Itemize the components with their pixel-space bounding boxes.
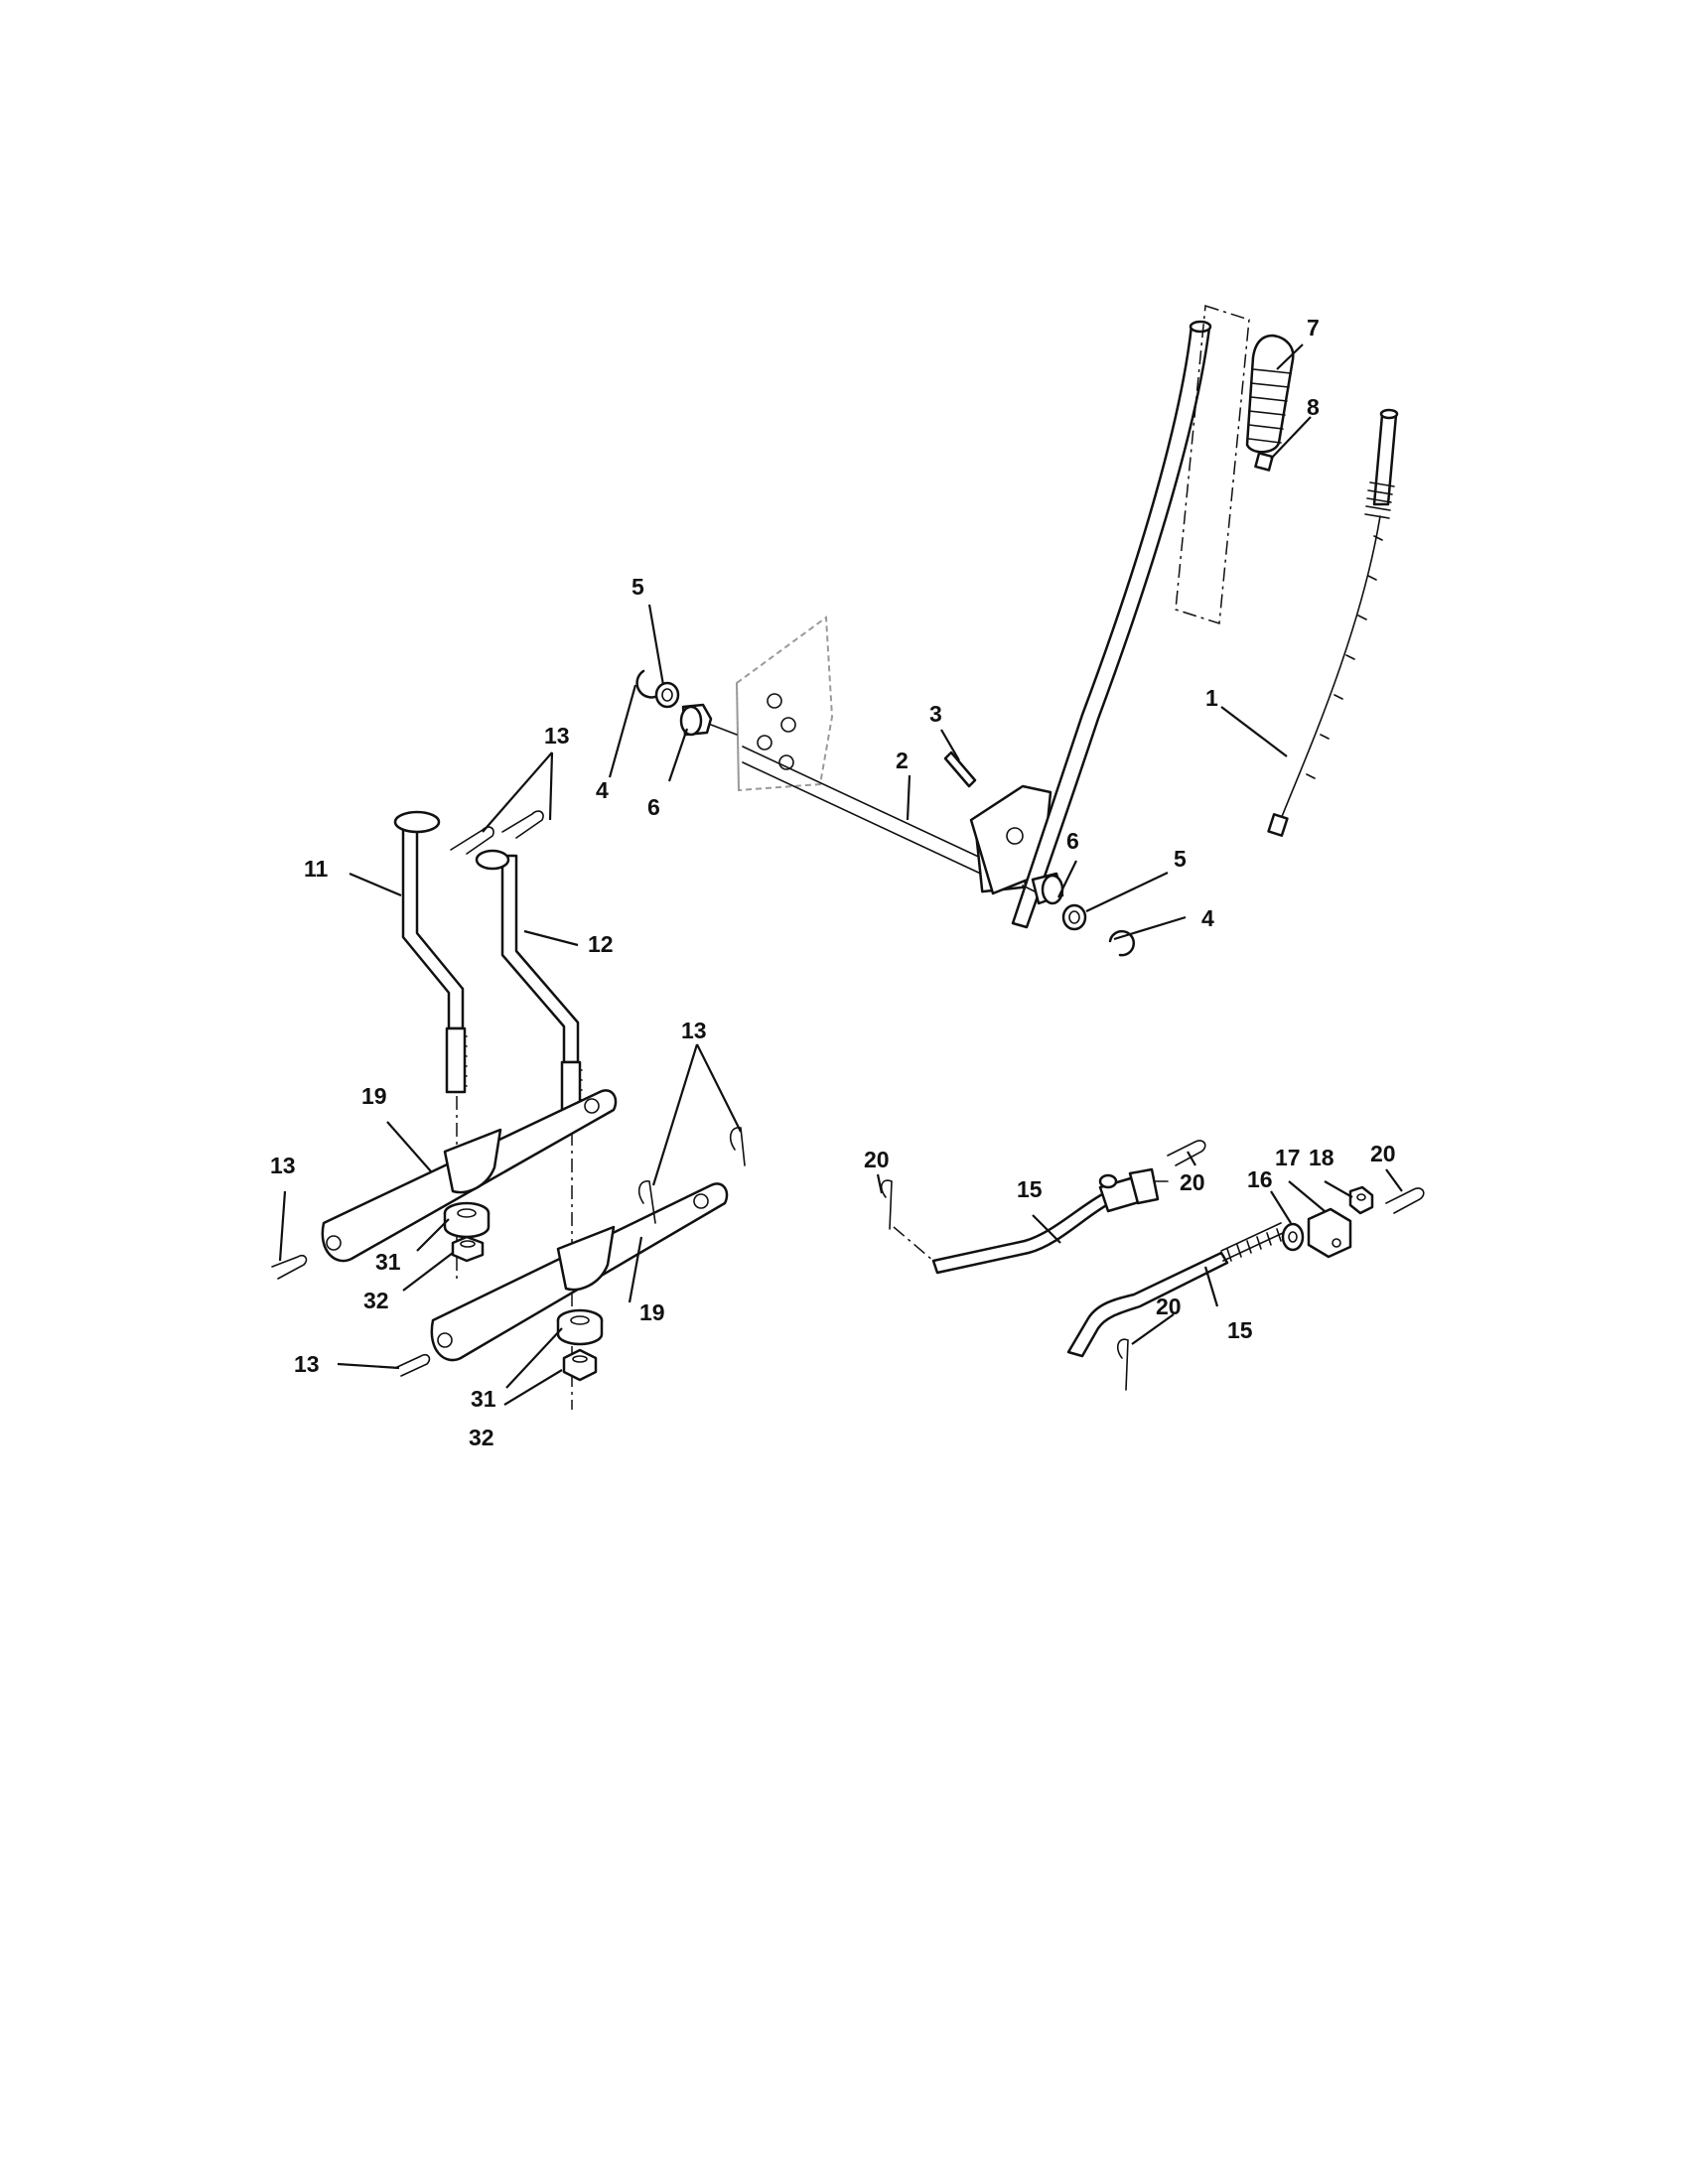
callout-15-lower: 15	[1227, 1317, 1253, 1343]
right-shaft-hardware	[1022, 872, 1136, 957]
callout-20-lower: 20	[1156, 1294, 1182, 1319]
callout-20-left: 20	[864, 1147, 890, 1172]
callout-16: 16	[1247, 1166, 1273, 1192]
callout-1: 1	[1205, 685, 1218, 711]
callout-13-left: 13	[270, 1153, 296, 1178]
callout-20-right: 20	[1370, 1141, 1396, 1166]
frame-bracket	[735, 615, 834, 792]
bushing-upper	[443, 1201, 491, 1239]
lift-link-12	[475, 849, 583, 1128]
callout-31-lower: 31	[471, 1386, 496, 1412]
callout-2: 2	[896, 748, 909, 773]
callout-4-left: 4	[596, 777, 609, 803]
leader-lines	[278, 343, 1403, 1406]
clevis-pin	[943, 751, 977, 788]
release-rod	[1267, 408, 1399, 837]
adjustment-rod-upper	[931, 1167, 1169, 1275]
lift-lever	[1011, 320, 1212, 929]
washer-16	[1281, 1222, 1305, 1252]
nut-upper	[451, 1235, 485, 1263]
callout-15-upper: 15	[1017, 1176, 1043, 1202]
lift-link-11	[393, 810, 468, 1094]
callout-6-left: 6	[647, 794, 660, 820]
callout-20-mid: 20	[1180, 1169, 1205, 1195]
callout-6-right: 6	[1066, 828, 1079, 854]
callout-19-upper: 19	[361, 1083, 387, 1109]
callout-13-mid: 13	[681, 1018, 707, 1043]
nut-18	[1348, 1185, 1374, 1215]
lift-arm-upper	[321, 1089, 618, 1263]
callout-labels: 1 2 3 4 4 5 5 6 6 7 8 11 12 13 13 13 13 …	[270, 315, 1396, 1450]
grip-insert	[1254, 452, 1274, 472]
hairpin-clips-20	[880, 1140, 1425, 1391]
callout-17: 17	[1275, 1145, 1301, 1170]
callout-5-right: 5	[1174, 846, 1187, 872]
swivel-17	[1307, 1207, 1352, 1259]
callout-4-right: 4	[1201, 905, 1214, 931]
bushing-lower	[556, 1308, 604, 1346]
callout-18: 18	[1309, 1145, 1334, 1170]
callout-3: 3	[929, 701, 942, 727]
callout-32-lower: 32	[469, 1425, 494, 1450]
adjustment-rod-lower	[1066, 1222, 1284, 1358]
callout-13-bottom: 13	[294, 1351, 320, 1377]
callout-5-left: 5	[632, 574, 644, 600]
callout-8: 8	[1307, 394, 1320, 420]
callout-31-upper: 31	[375, 1249, 401, 1275]
hand-grip	[1245, 334, 1295, 454]
nut-lower	[562, 1348, 598, 1382]
left-shaft-hardware	[635, 669, 738, 737]
hairpin-clips-13	[271, 810, 746, 1377]
callout-7: 7	[1307, 315, 1320, 341]
callout-19-lower: 19	[639, 1299, 665, 1325]
callout-11: 11	[304, 856, 329, 882]
callout-32-upper: 32	[363, 1288, 389, 1313]
callout-13-top: 13	[544, 723, 570, 749]
lift-arm-lower	[430, 1182, 729, 1362]
callout-12: 12	[588, 931, 614, 957]
grip-outline	[1175, 305, 1250, 624]
